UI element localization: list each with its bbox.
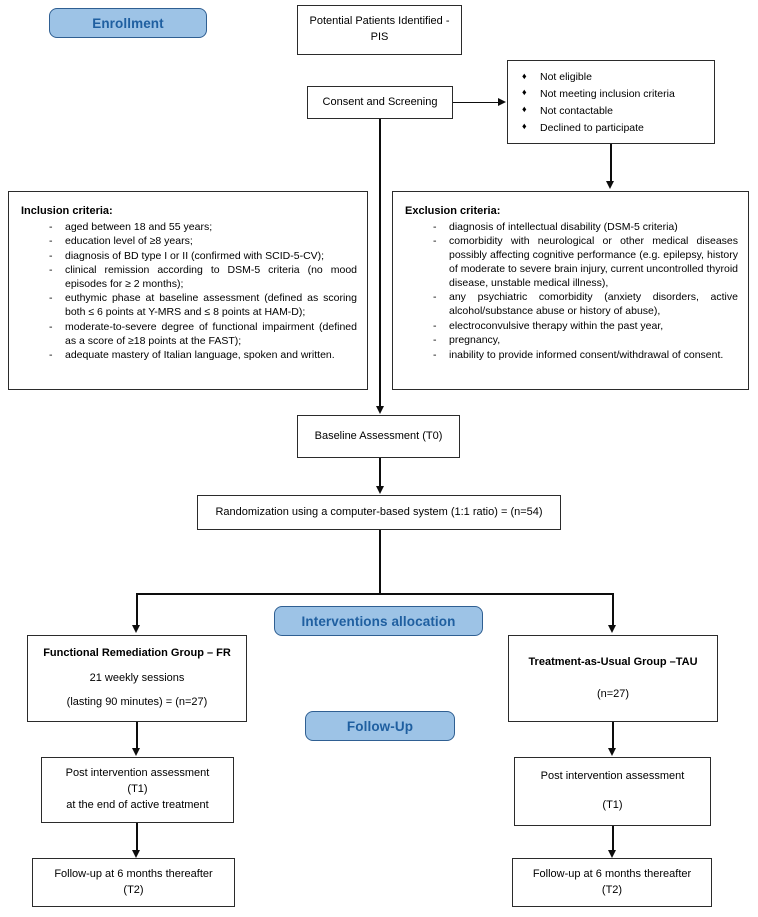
arrowhead-down-icon bbox=[606, 181, 615, 189]
arrowhead-down-icon bbox=[608, 625, 617, 633]
exclusion-criteria-item: inability to provide informed consent/wi… bbox=[405, 349, 738, 363]
screening-exclusion-item: Not meeting inclusion criteria bbox=[522, 87, 706, 101]
exclusion-criteria-item: electroconvulsive therapy within the pas… bbox=[405, 320, 738, 334]
node-tau-group-line1: Treatment-as-Usual Group –TAU bbox=[528, 655, 698, 668]
node-fr-followup-line1: Follow-up at 6 months thereafter bbox=[54, 867, 213, 880]
connector-tau-post-to-followup bbox=[612, 826, 614, 851]
exclusion-criteria-item: any psychiatric comorbidity (anxiety dis… bbox=[405, 291, 738, 319]
arrowhead-right-icon bbox=[498, 97, 506, 106]
exclusion-criteria-item: comorbidity with neurological or other m… bbox=[405, 235, 738, 291]
node-fr-group-line3: (lasting 90 minutes) = (n=27) bbox=[66, 696, 208, 709]
arrowhead-down-icon bbox=[375, 486, 384, 494]
node-tau-followup-line2: (T2) bbox=[601, 883, 623, 896]
node-fr-followup-line2: (T2) bbox=[123, 883, 144, 896]
inclusion-criteria-heading: Inclusion criteria: bbox=[21, 205, 113, 217]
node-consent-screening: Consent and Screening bbox=[307, 86, 453, 119]
arrowhead-down-icon bbox=[608, 850, 617, 858]
node-baseline-assessment: Baseline Assessment (T0) bbox=[297, 415, 460, 458]
inclusion-criteria-item: adequate mastery of Italian language, sp… bbox=[21, 349, 357, 363]
connector-bus-to-fr bbox=[136, 593, 138, 626]
arrowhead-down-icon bbox=[608, 748, 617, 756]
exclusion-criteria-heading: Exclusion criteria: bbox=[405, 205, 501, 217]
node-baseline-assessment-line1: Baseline Assessment (T0) bbox=[314, 429, 443, 442]
node-fr-group-line1: Functional Remediation Group – FR bbox=[43, 646, 231, 659]
connector-fr-post-to-followup bbox=[136, 823, 138, 851]
node-tau-followup-line1: Follow-up at 6 months thereafter bbox=[532, 867, 692, 880]
badge-follow-up: Follow-Up bbox=[305, 711, 455, 741]
screening-exclusions-list: Not eligible Not meeting inclusion crite… bbox=[522, 70, 706, 135]
connector-consent-to-exclusions bbox=[453, 101, 499, 104]
node-fr-group-line2: 21 weekly sessions bbox=[89, 671, 185, 684]
exclusion-criteria-item: pregnancy, bbox=[405, 334, 738, 348]
badge-interventions-allocation: Interventions allocation bbox=[274, 606, 483, 636]
arrowhead-down-icon bbox=[132, 748, 141, 756]
node-tau-group-line2: (n=27) bbox=[596, 687, 630, 700]
node-fr-followup: Follow-up at 6 months thereafter (T2) bbox=[32, 858, 235, 907]
node-fr-post-assessment: Post intervention assessment (T1) at the… bbox=[41, 757, 234, 823]
node-fr-post-assessment-line2: (T1) bbox=[127, 783, 148, 796]
badge-interventions-allocation-label: Interventions allocation bbox=[301, 613, 456, 629]
inclusion-criteria-list: aged between 18 and 55 years; education … bbox=[21, 221, 357, 364]
badge-follow-up-label: Follow-Up bbox=[346, 718, 414, 734]
node-tau-post-assessment: Post intervention assessment (T1) bbox=[514, 757, 711, 826]
exclusion-criteria-list: diagnosis of intellectual disability (DS… bbox=[405, 221, 738, 363]
arrowhead-down-icon bbox=[132, 625, 141, 633]
node-consent-screening-line1: Consent and Screening bbox=[322, 95, 438, 108]
node-potential-patients: Potential Patients Identified - PIS bbox=[297, 5, 462, 55]
node-fr-group: Functional Remediation Group – FR 21 wee… bbox=[27, 635, 247, 722]
connector-consent-to-baseline bbox=[379, 119, 381, 407]
inclusion-criteria-item: moderate-to-severe degree of functional … bbox=[21, 321, 357, 349]
inclusion-criteria-item: euthymic phase at baseline assessment (d… bbox=[21, 292, 357, 320]
node-tau-post-assessment-line1: Post intervention assessment bbox=[540, 770, 685, 783]
node-fr-post-assessment-line1: Post intervention assessment bbox=[65, 767, 210, 780]
connector-tau-to-post bbox=[612, 722, 614, 750]
arrowhead-down-icon bbox=[375, 406, 384, 414]
exclusion-criteria-item: diagnosis of intellectual disability (DS… bbox=[405, 221, 738, 235]
node-randomization: Randomization using a computer-based sys… bbox=[197, 495, 561, 530]
connector-allocation-bus bbox=[136, 593, 613, 595]
inclusion-criteria-item: education level of ≥8 years; bbox=[21, 235, 357, 249]
connector-bus-to-tau bbox=[612, 593, 614, 626]
connector-baseline-to-randomization bbox=[379, 458, 381, 487]
badge-enrollment: Enrollment bbox=[49, 8, 207, 38]
node-potential-patients-line2: PIS bbox=[370, 31, 389, 43]
inclusion-criteria-item: clinical remission according to DSM-5 cr… bbox=[21, 264, 357, 292]
node-potential-patients-line1: Potential Patients Identified - bbox=[309, 15, 450, 28]
inclusion-criteria-panel: Inclusion criteria: aged between 18 and … bbox=[8, 191, 368, 390]
exclusion-criteria-panel: Exclusion criteria: diagnosis of intelle… bbox=[392, 191, 749, 390]
connector-fr-to-post bbox=[136, 722, 138, 750]
node-tau-followup: Follow-up at 6 months thereafter (T2) bbox=[512, 858, 712, 907]
inclusion-criteria-item: aged between 18 and 55 years; bbox=[21, 221, 357, 235]
screening-exclusion-item: Not contactable bbox=[522, 104, 706, 118]
node-fr-post-assessment-line3: at the end of active treatment bbox=[66, 798, 209, 811]
screening-exclusions-box: Not eligible Not meeting inclusion crite… bbox=[507, 60, 715, 144]
arrowhead-down-icon bbox=[132, 850, 141, 858]
badge-enrollment-label: Enrollment bbox=[92, 15, 164, 31]
inclusion-criteria-item: diagnosis of BD type I or II (confirmed … bbox=[21, 250, 357, 264]
screening-exclusion-item: Declined to participate bbox=[522, 121, 706, 135]
node-tau-post-assessment-line2: (T1) bbox=[602, 799, 623, 811]
node-randomization-line1: Randomization using a computer-based sys… bbox=[215, 505, 543, 518]
node-tau-group: Treatment-as-Usual Group –TAU (n=27) bbox=[508, 635, 718, 722]
screening-exclusion-item: Not eligible bbox=[522, 70, 706, 84]
connector-randomization-down bbox=[379, 530, 381, 594]
connector-exclusions-down bbox=[610, 144, 612, 182]
